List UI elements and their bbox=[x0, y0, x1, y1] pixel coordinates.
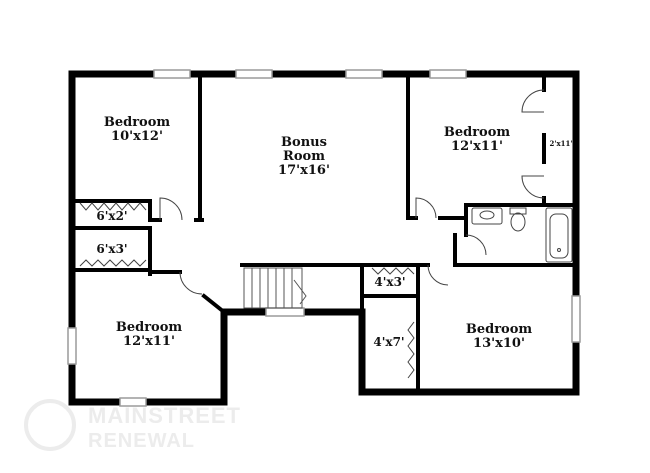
window-north-3 bbox=[345, 69, 383, 79]
room-labels: Bedroom 10'x12' Bonus Room 17'x16' Bedro… bbox=[96, 115, 572, 351]
sink-icon bbox=[479, 210, 495, 220]
windows bbox=[67, 69, 581, 407]
bonus-room-name-2: Room bbox=[283, 149, 325, 164]
window-north-2 bbox=[235, 69, 273, 79]
closet-d-size: 4'x7' bbox=[373, 335, 404, 349]
window-east bbox=[571, 295, 581, 343]
bedroom-sw-size: 12'x11' bbox=[123, 334, 175, 349]
bedroom-ne-name: Bedroom bbox=[444, 125, 511, 140]
closet-b-size: 6'x3' bbox=[96, 242, 127, 256]
window-north-4 bbox=[429, 69, 467, 79]
closet-c-size: 4'x3' bbox=[374, 275, 405, 289]
watermark-line1: MAINSTREET bbox=[88, 403, 241, 428]
bathroom-fixtures bbox=[471, 207, 573, 263]
toilet-tank bbox=[509, 207, 527, 215]
bedroom-se-name: Bedroom bbox=[466, 322, 533, 337]
interior-walls bbox=[74, 76, 578, 394]
bonus-room-name-1: Bonus bbox=[281, 135, 327, 150]
closet-ne-size: 2'x11' bbox=[549, 139, 572, 148]
bedroom-nw-size: 10'x12' bbox=[111, 129, 163, 144]
bedroom-sw-name: Bedroom bbox=[116, 320, 183, 335]
closet-doors bbox=[79, 202, 415, 379]
stairs bbox=[243, 267, 307, 309]
window-north-1 bbox=[153, 69, 191, 79]
bedroom-se-size: 13'x10' bbox=[473, 336, 525, 351]
door-swings bbox=[159, 89, 545, 295]
vanity bbox=[471, 207, 503, 225]
toilet-icon bbox=[510, 212, 526, 232]
bathtub-icon bbox=[545, 207, 573, 263]
window-south-sw bbox=[119, 397, 147, 407]
watermark-line2: RENEWAL bbox=[88, 430, 195, 452]
window-south-stair bbox=[265, 307, 305, 317]
window-west bbox=[67, 327, 77, 365]
watermark: MAINSTREET RENEWAL bbox=[24, 399, 241, 452]
bonus-room-size: 17'x16' bbox=[278, 163, 330, 178]
watermark-logo-icon bbox=[24, 399, 76, 451]
closet-a-size: 6'x2' bbox=[96, 209, 127, 223]
bedroom-nw-name: Bedroom bbox=[104, 115, 171, 130]
bedroom-ne-size: 12'x11' bbox=[451, 139, 503, 154]
